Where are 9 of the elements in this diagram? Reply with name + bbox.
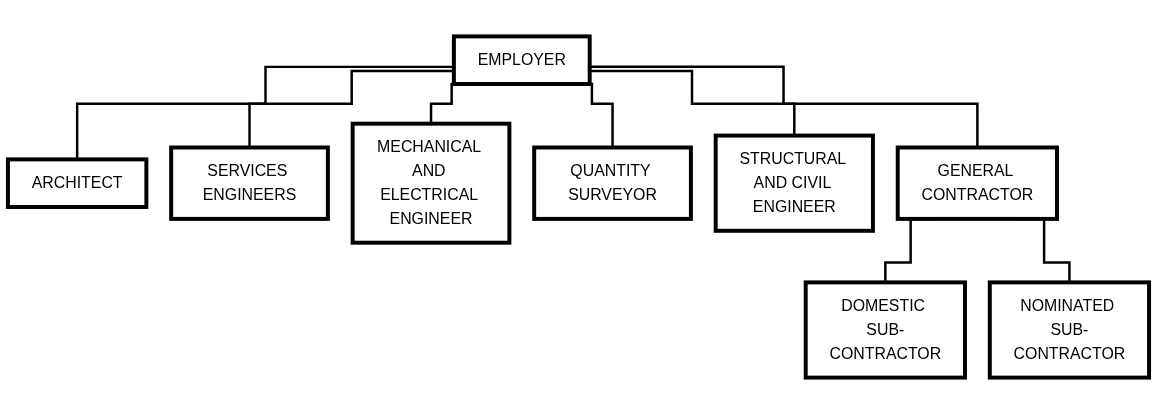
node-box: STRUCTURAL AND CIVIL ENGINEER <box>713 133 875 233</box>
node-box: SERVICES ENGINEERS <box>169 145 330 221</box>
node-box: EMPLOYER <box>451 34 592 86</box>
node-box: QUANTITY SURVEYOR <box>532 145 693 221</box>
node-box: MECHANICAL AND ELECTRICAL ENGINEER <box>350 121 512 245</box>
node-box: DOMESTIC SUB-CONTRACTOR <box>803 280 967 380</box>
node-box: ARCHITECT <box>5 157 149 209</box>
node-box: GENERAL CONTRACTOR <box>895 145 1059 221</box>
node-box: NOMINATED SUB-CONTRACTOR <box>987 280 1152 380</box>
